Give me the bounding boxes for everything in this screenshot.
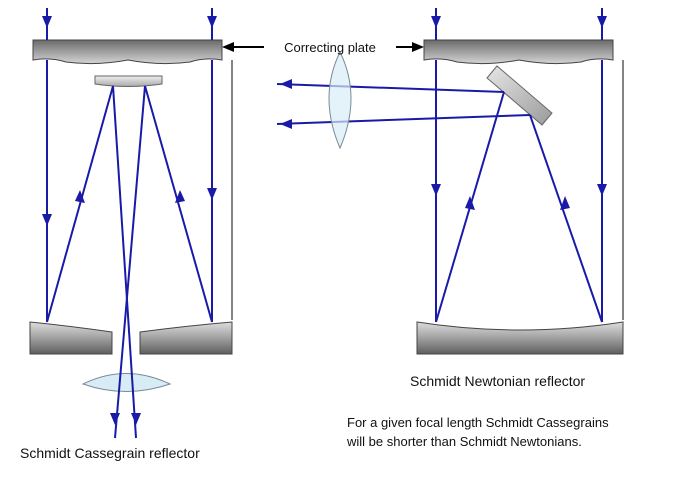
- comparison-note-line-1: For a given focal length Schmidt Cassegr…: [347, 415, 609, 430]
- comparison-note-line-2: will be shorter than Schmidt Newtonians.: [346, 434, 582, 449]
- newtonian-ray-arrows: [280, 16, 607, 210]
- newtonian-assembly: [276, 8, 624, 355]
- newtonian-primary-mirror: [416, 321, 624, 355]
- cassegrain-primary-mirror-right: [139, 321, 233, 355]
- newtonian-eyepiece-lens: [328, 50, 352, 150]
- callout-arrowhead-right: [412, 42, 424, 52]
- cassegrain-primary-mirror-left: [29, 321, 113, 355]
- newtonian-diagonal-mirror: [486, 65, 553, 126]
- newtonian-correcting-plate: [423, 39, 614, 65]
- cassegrain-focusing-lens: [81, 373, 172, 392]
- correcting-plate-label: Correcting plate: [284, 40, 376, 55]
- cassegrain-title: Schmidt Cassegrain reflector: [20, 445, 200, 461]
- cassegrain-ray-arrows: [42, 16, 217, 425]
- cassegrain-correcting-plate: [32, 39, 223, 65]
- correcting-plate-callout: [222, 42, 424, 52]
- callout-arrowhead-left: [222, 42, 234, 52]
- cassegrain-secondary-mirror: [94, 75, 163, 87]
- newtonian-title: Schmidt Newtonian reflector: [410, 373, 585, 389]
- cassegrain-assembly: [29, 8, 233, 439]
